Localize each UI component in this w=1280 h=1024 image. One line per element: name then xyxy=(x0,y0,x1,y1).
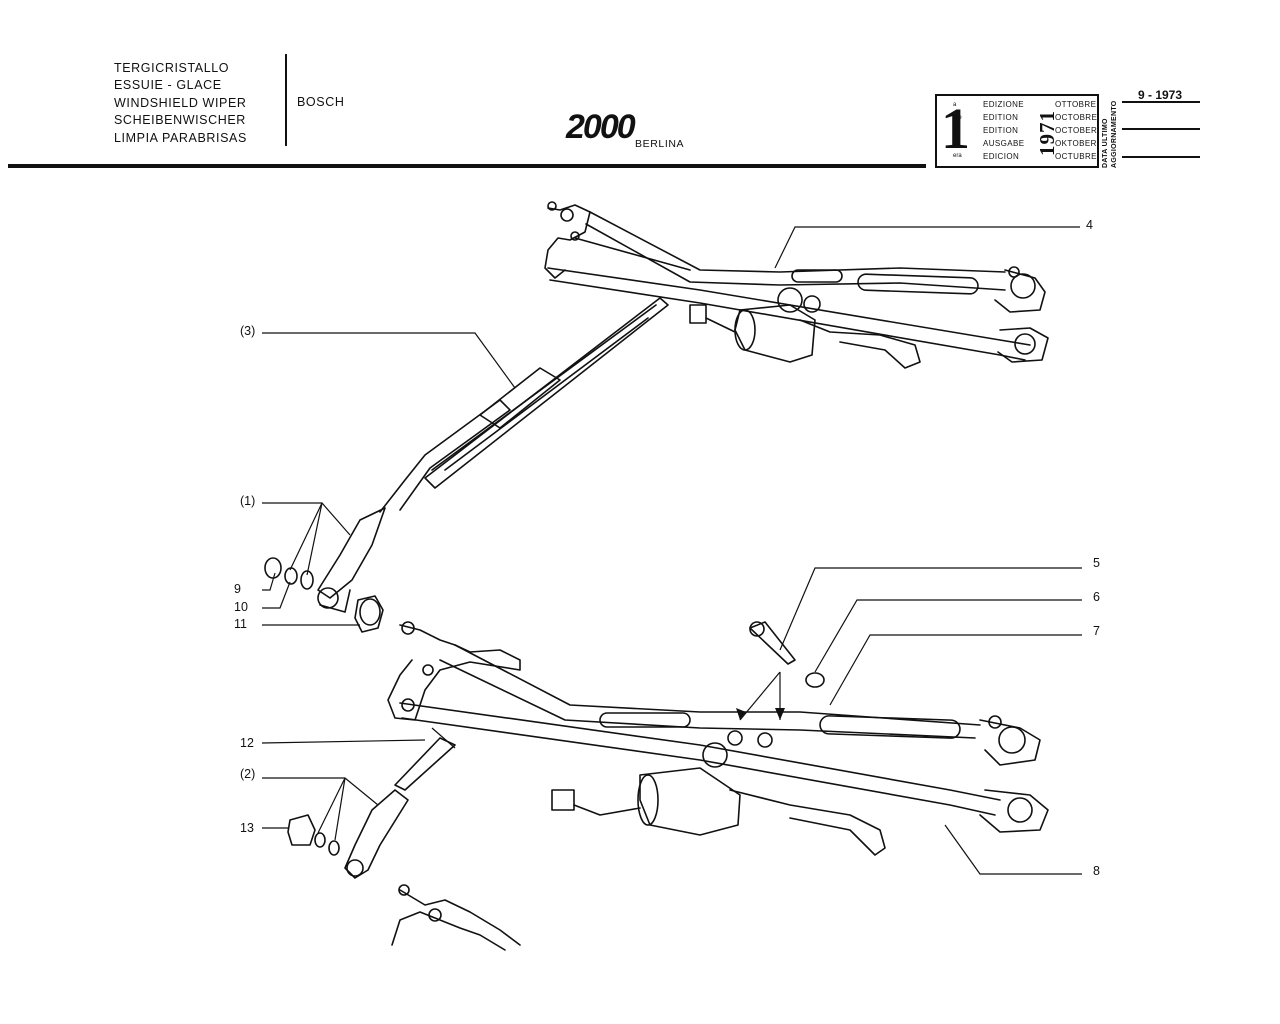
update-line xyxy=(1122,128,1200,130)
edition-label: EDIZIONE xyxy=(983,100,1024,109)
callout-4: 4 xyxy=(1086,218,1093,232)
small-parts-upper xyxy=(264,557,384,633)
lower-wiper-arm xyxy=(344,737,456,879)
edition-suffix: a xyxy=(953,102,957,108)
callout-9: 9 xyxy=(234,582,241,596)
title-german: SCHEIBENWISCHER xyxy=(114,113,246,128)
callout-5: 5 xyxy=(1093,556,1100,570)
edition-label: EDICION xyxy=(983,152,1020,161)
edition-suffix: . xyxy=(953,141,955,147)
edition-suffix: st xyxy=(953,128,958,134)
header-titles: TERGICRISTALLO ESSUIE - GLACE WINDSHIELD… xyxy=(114,60,247,147)
leader-lines xyxy=(261,226,1082,875)
last-update-date: 9 - 1973 xyxy=(1138,88,1183,102)
wiper-blade-and-arm xyxy=(317,297,669,613)
update-line xyxy=(1122,101,1200,103)
edition-suffix: ere xyxy=(953,115,962,121)
callout-12: 12 xyxy=(240,736,254,750)
edition-month: OCTOBRE xyxy=(1055,113,1098,122)
small-parts-lower xyxy=(287,814,340,856)
callout-10: 10 xyxy=(234,600,248,614)
edition-label: AUSGABE xyxy=(983,139,1025,148)
partial-bottom-assembly xyxy=(391,884,521,951)
callout-6: 6 xyxy=(1093,590,1100,604)
edition-suffix: era xyxy=(953,153,962,159)
title-french: ESSUIE - GLACE xyxy=(114,78,222,93)
upper-linkage-assembly xyxy=(544,201,1049,369)
callout-11: 11 xyxy=(234,617,247,631)
callout-7: 7 xyxy=(1093,624,1100,638)
model-subtitle: BERLINA xyxy=(635,138,685,150)
title-spanish: LIMPIA PARABRISAS xyxy=(114,130,247,145)
callout-1: (1) xyxy=(240,494,256,508)
lower-linkage-assembly xyxy=(387,621,1049,856)
edition-month: OTTOBRE xyxy=(1055,100,1097,109)
edition-stamp: 1 a ere st . era EDIZIONE EDITION EDITIO… xyxy=(935,94,1099,168)
title-italian: TERGICRISTALLO xyxy=(114,61,230,75)
callout-8: 8 xyxy=(1093,864,1100,878)
arrow-heads xyxy=(736,708,785,720)
callout-13: 13 xyxy=(240,821,254,835)
title-english: WINDSHIELD WIPER xyxy=(114,95,247,110)
edition-month: OCTUBRE xyxy=(1055,152,1097,161)
header-separator xyxy=(285,54,287,146)
update-line xyxy=(1122,156,1200,158)
edition-number: 1 xyxy=(941,96,970,161)
edition-month: OCTOBER xyxy=(1055,126,1098,135)
edition-label: EDITION xyxy=(983,113,1019,122)
manufacturer-label: BOSCH xyxy=(297,95,345,109)
header-rule xyxy=(8,164,926,168)
model-logo: 2000 xyxy=(566,108,636,146)
edition-month: OKTOBER xyxy=(1055,139,1097,148)
callout-2: (2) xyxy=(240,767,256,781)
callout-3: (3) xyxy=(240,324,256,338)
edition-label: EDITION xyxy=(983,126,1019,135)
